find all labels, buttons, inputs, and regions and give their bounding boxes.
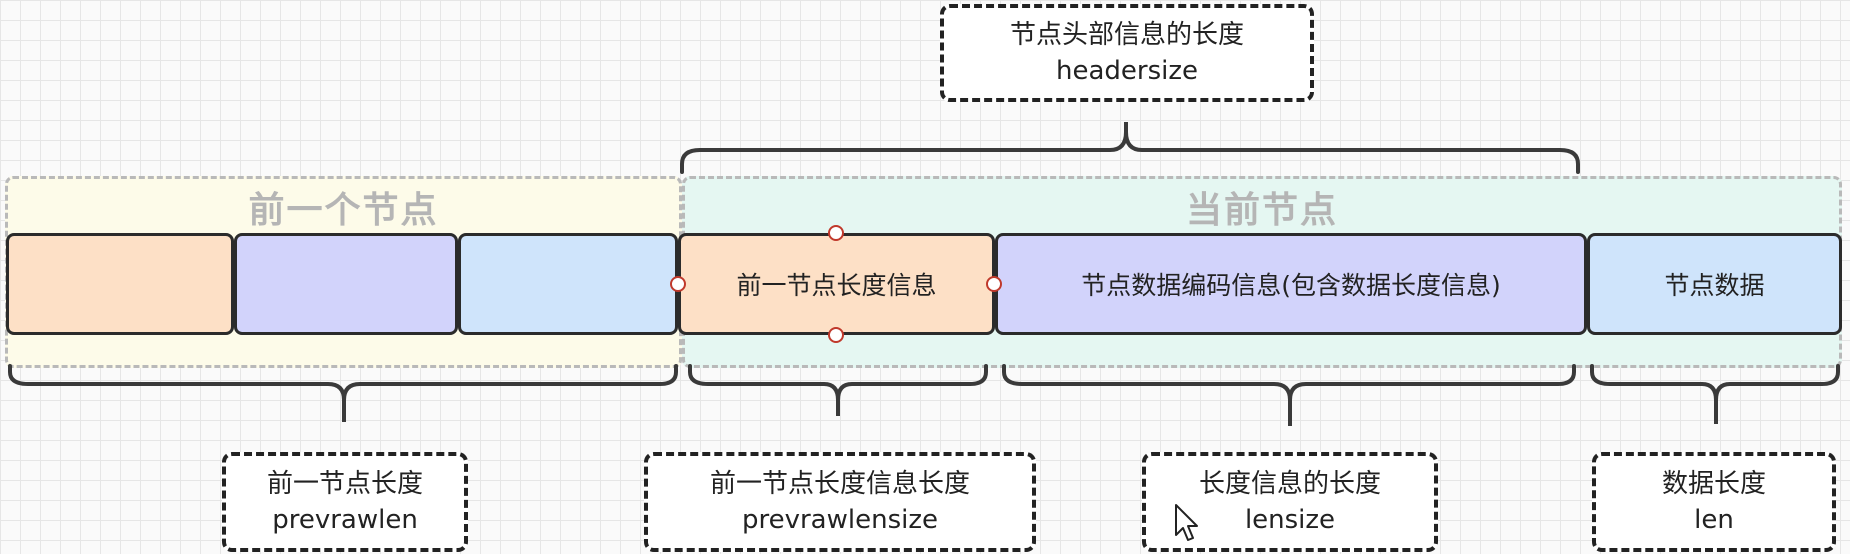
selection-handle-left[interactable] — [670, 276, 686, 292]
len-brace — [1590, 364, 1840, 424]
encoding-field-cell: 节点数据编码信息(包含数据长度信息) — [995, 233, 1587, 335]
prevrawlensize-label: 前一节点长度信息长度 prevrawlensize — [644, 452, 1036, 552]
lensize-label: 长度信息的长度 lensize — [1142, 452, 1438, 552]
prevrawlen-label-zh: 前一节点长度 — [266, 468, 423, 499]
prevrawlen-label: 前一节点长度 prevrawlen — [222, 452, 468, 552]
len-label: 数据长度 len — [1592, 452, 1836, 552]
prevrawlen-brace — [8, 364, 678, 422]
prevrawlensize-label-zh: 前一节点长度信息长度 — [709, 468, 970, 499]
headersize-label: 节点头部信息的长度 headersize — [940, 4, 1314, 102]
prevrawlen-field-cell[interactable]: 前一节点长度信息 — [678, 233, 995, 335]
headersize-label-zh: 节点头部信息的长度 — [1009, 19, 1244, 50]
previous-node-cell-2 — [234, 233, 458, 335]
len-label-en: len — [1694, 505, 1734, 535]
selection-handle-top[interactable] — [828, 225, 844, 241]
headersize-brace — [680, 122, 1580, 174]
lensize-label-en: lensize — [1244, 505, 1336, 535]
data-field-cell: 节点数据 — [1587, 233, 1842, 335]
previous-node-cell-1 — [6, 233, 234, 335]
prevrawlensize-brace — [688, 364, 988, 416]
prevrawlen-label-en: prevrawlen — [272, 505, 418, 535]
previous-node-cell-3 — [458, 233, 678, 335]
current-node-title: 当前节点 — [1185, 190, 1338, 231]
cursor-arrow-icon — [1175, 504, 1198, 541]
lensize-brace — [1002, 364, 1576, 426]
lensize-label-zh: 长度信息的长度 — [1198, 468, 1381, 499]
len-label-zh: 数据长度 — [1661, 468, 1766, 499]
prevrawlensize-label-en: prevrawlensize — [741, 505, 938, 535]
selection-handle-bottom[interactable] — [828, 327, 844, 343]
headersize-label-en: headersize — [1055, 56, 1198, 86]
selection-handle-right[interactable] — [986, 276, 1002, 292]
previous-node-title: 前一个节点 — [248, 190, 439, 231]
